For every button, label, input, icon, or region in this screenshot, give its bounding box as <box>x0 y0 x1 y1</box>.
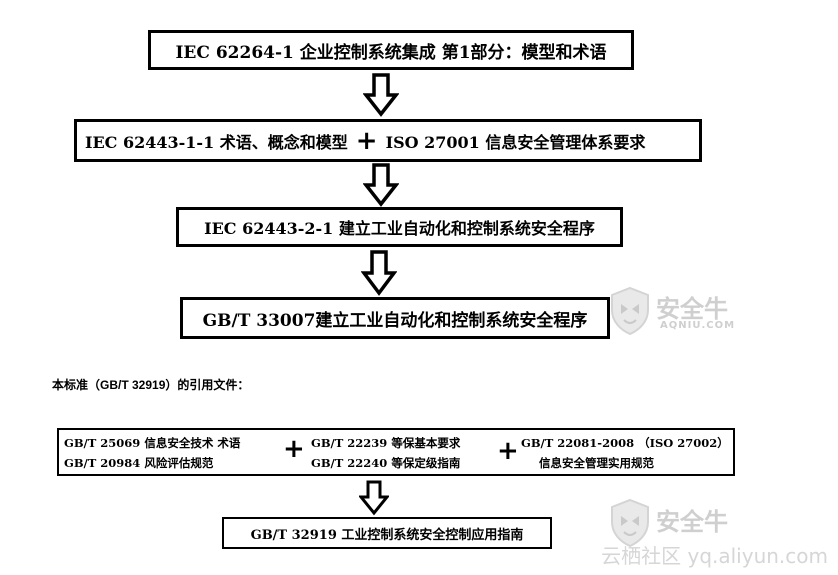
standard-label: IEC 62443-1-1 术语、概念和模型 <box>85 132 348 152</box>
standard-box-gbt-32919: GB/T 32919 工业控制系统安全控制应用指南 <box>222 517 552 549</box>
reference-text: GB/T 22081-2008 （ISO 27002） <box>521 436 729 450</box>
standard-label: GB/T 33007建立工业自动化和控制系统安全程序 <box>202 310 588 331</box>
plus-icon: + <box>283 434 305 464</box>
down-arrow-icon <box>361 250 397 296</box>
reference-caption: 本标准（GB/T 32919）的引用文件： <box>52 378 250 392</box>
standard-box-iec-62443-2-1: IEC 62443-2-1 建立工业自动化和控制系统安全程序 <box>176 207 623 247</box>
standard-box-iec-62264: IEC 62264-1 企业控制系统集成 第1部分：模型和术语 <box>148 30 634 70</box>
logo-text-cn: 安全牛 <box>656 508 728 536</box>
reference-text: 信息安全管理实用规范 <box>539 456 654 470</box>
reference-text: GB/T 25069 信息安全技术 术语 <box>64 436 241 450</box>
down-arrow-icon <box>363 163 399 207</box>
standard-box-gbt-33007: GB/T 33007建立工业自动化和控制系统安全程序 <box>180 297 610 339</box>
reference-text: GB/T 22239 等保基本要求 <box>311 436 461 450</box>
standard-label: IEC 62264-1 企业控制系统集成 第1部分：模型和术语 <box>175 42 607 63</box>
references-box: GB/T 25069 信息安全技术 术语 GB/T 20984 风险评估规范 +… <box>57 428 735 476</box>
standard-label: GB/T 32919 工业控制系统安全控制应用指南 <box>250 527 524 543</box>
aqniu-shield-logo-icon <box>611 498 649 548</box>
aqniu-shield-logo-icon <box>611 286 649 336</box>
standard-label: ISO 27001 信息安全管理体系要求 <box>385 132 646 152</box>
plus-icon: + <box>355 125 378 156</box>
standard-box-iec-62443-1-1: IEC 62443-1-1 术语、概念和模型 + ISO 27001 信息安全管… <box>74 119 702 162</box>
standard-label: IEC 62443-2-1 建立工业自动化和控制系统安全程序 <box>204 219 595 238</box>
reference-text: GB/T 22240 等保定级指南 <box>311 456 461 470</box>
plus-icon: + <box>497 436 519 466</box>
logo-text-en: AQNIU.COM <box>660 320 736 331</box>
site-watermark: 云栖社区 yq.aliyun.com <box>601 544 828 568</box>
down-arrow-icon <box>359 480 389 516</box>
logo-text-cn: 安全牛 <box>656 295 728 323</box>
down-arrow-icon <box>363 73 399 117</box>
reference-text: GB/T 20984 风险评估规范 <box>64 456 214 470</box>
